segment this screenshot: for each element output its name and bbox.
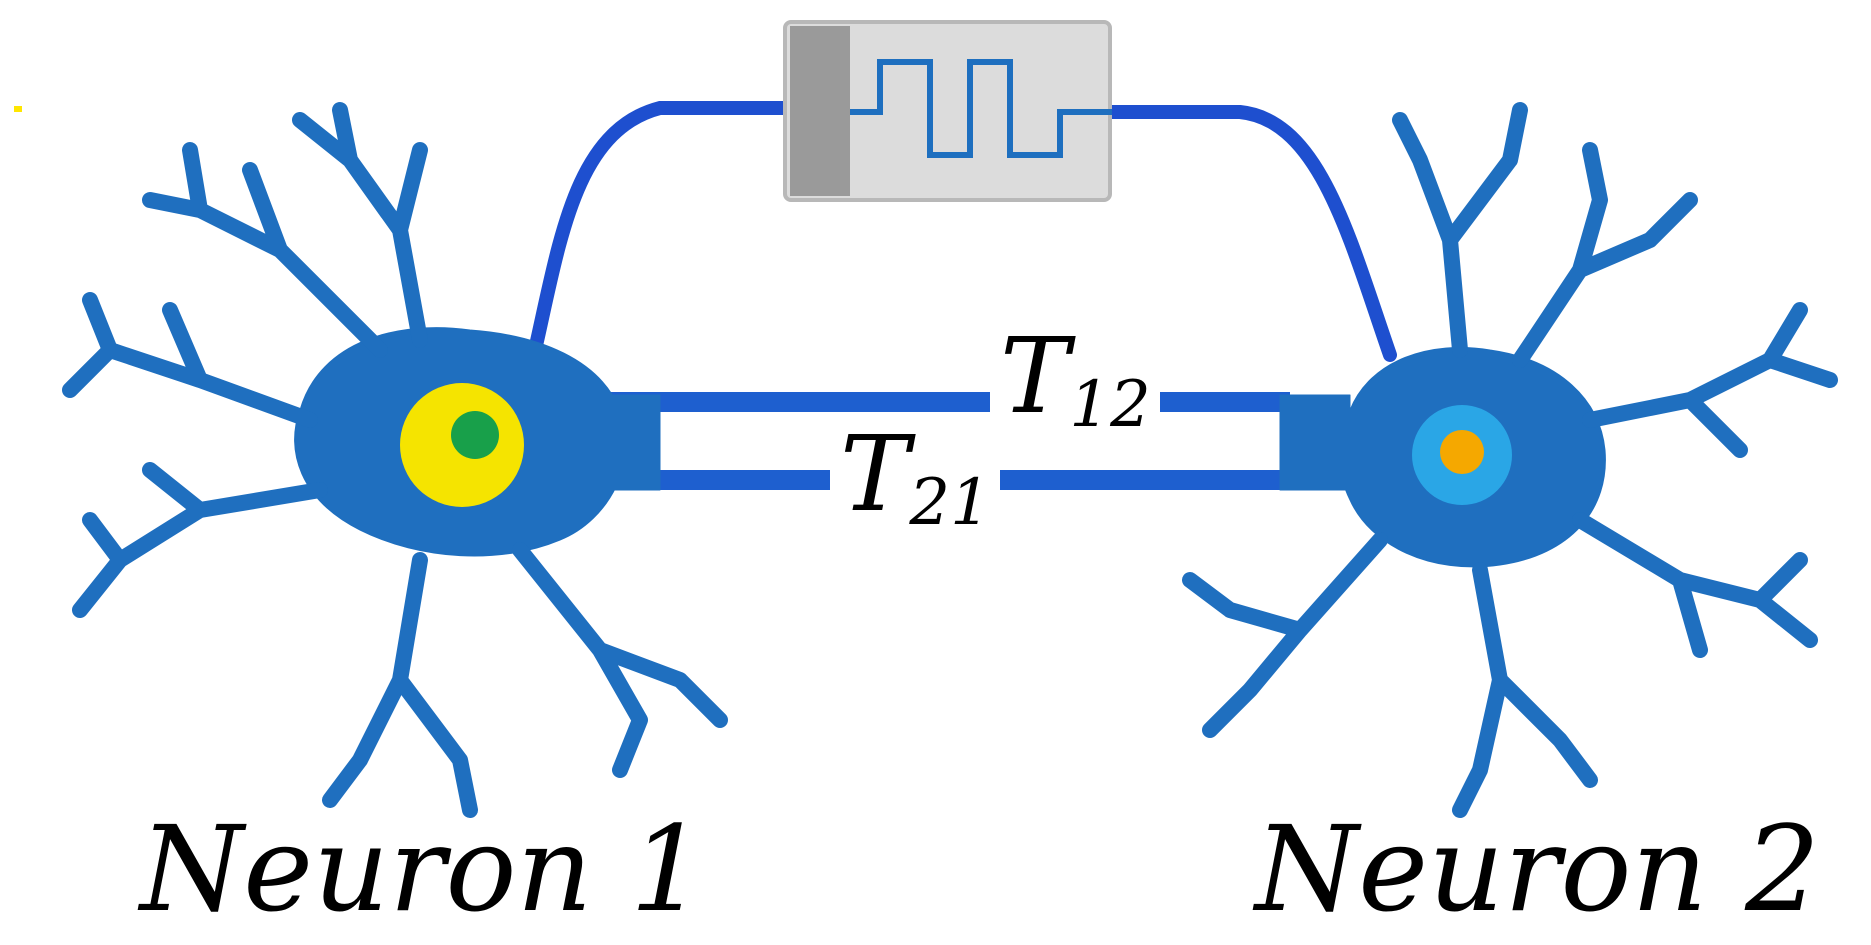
coupling-wire-right <box>1103 105 1397 362</box>
neuron-2 <box>1182 102 1838 818</box>
neuron-1-label: Neuron 1 <box>137 800 705 938</box>
memristor-terminal <box>790 26 850 196</box>
corner-mark <box>14 106 22 112</box>
label-gap-t21 <box>830 440 1000 520</box>
neuron-2-label: Neuron 2 <box>1252 800 1820 938</box>
coupling-wire-left <box>528 101 797 357</box>
neuron-2-nucleolus <box>1440 430 1484 474</box>
delay-label-t21: T21 <box>840 413 991 540</box>
memristor-zigzag <box>850 59 1112 158</box>
label-gap-t12 <box>990 360 1160 440</box>
neuron-1-nucleolus <box>451 411 499 459</box>
delay-label-t12: T12 <box>1000 315 1151 442</box>
axon-t12 <box>560 392 1290 412</box>
neuron-1 <box>62 102 728 818</box>
memristor-icon <box>528 20 1397 362</box>
